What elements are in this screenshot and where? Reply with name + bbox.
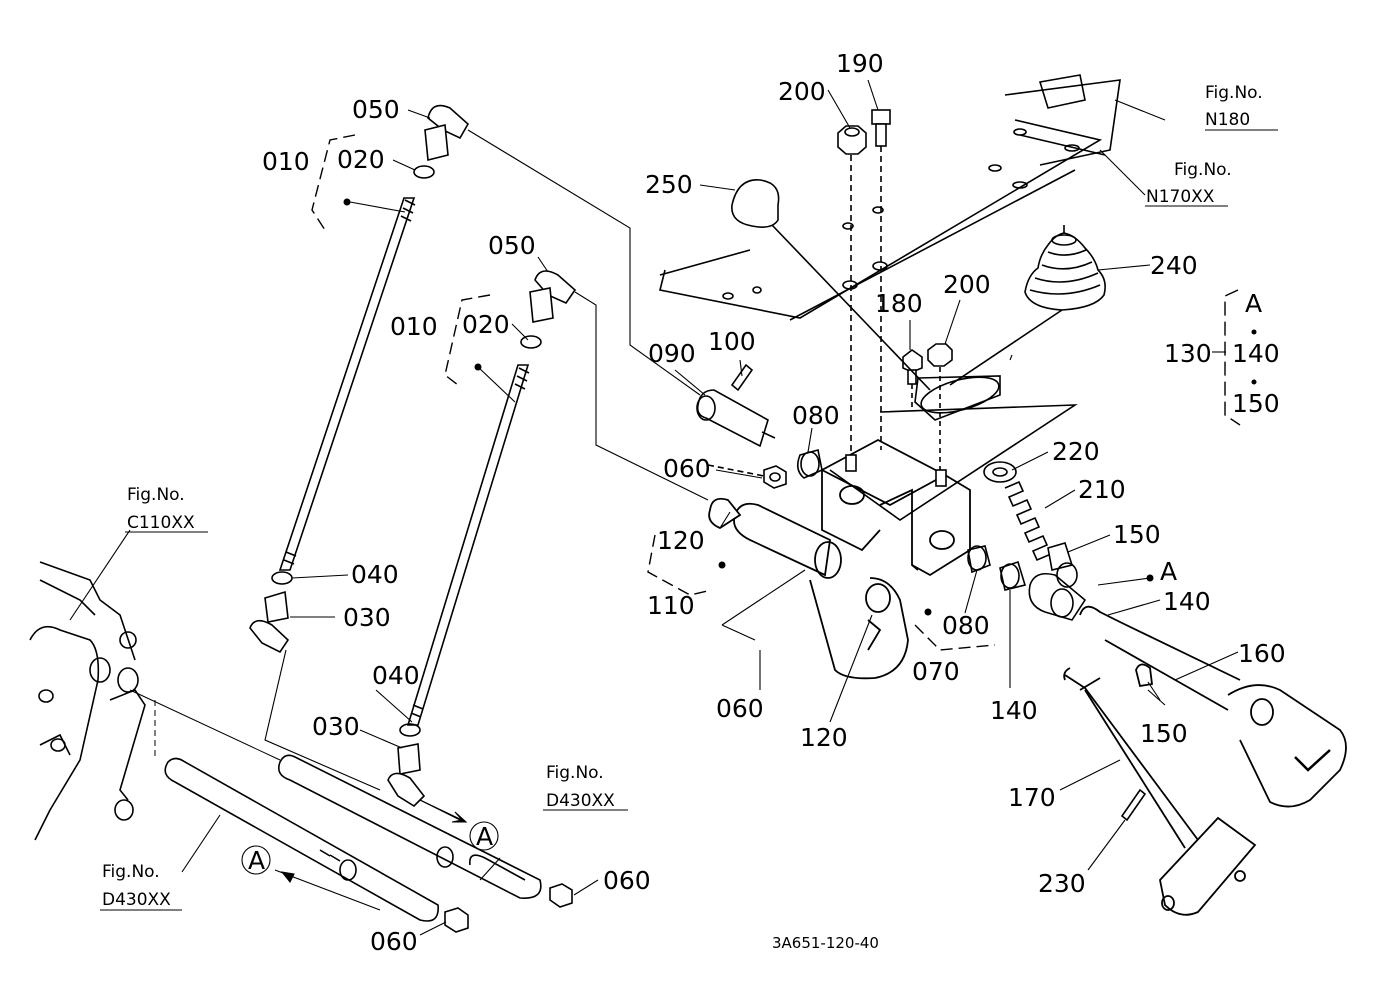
part-A-right: A [1160, 557, 1177, 586]
fig-d430-left-label: Fig.No. [102, 862, 160, 882]
fig-d430-left-code: D430XX [102, 890, 171, 910]
fig-n170-label: Fig.No. [1174, 160, 1232, 180]
nut-200-mid [927, 343, 953, 470]
fig-n170-code: N170XX [1146, 187, 1215, 207]
part-150-top: 150 [1113, 520, 1161, 549]
lever-110 [708, 497, 909, 680]
bushing-080-top [796, 448, 823, 479]
fig-d430-right-code: D430XX [546, 791, 615, 811]
part-030-top: 030 [343, 603, 391, 632]
rod-010-mid [406, 364, 530, 726]
ball-joint-050-top [413, 104, 470, 179]
long-dashed-lines [129, 689, 281, 761]
washer-220 [983, 461, 1017, 483]
part-030-low: 030 [312, 712, 360, 741]
ball-joint-030-top [249, 571, 293, 654]
plate-lower [829, 375, 1078, 521]
part-010-top: 010 [262, 147, 310, 176]
group-130-number: 130 [1164, 339, 1212, 368]
part-040-low: 040 [372, 661, 420, 690]
part-080-low: 080 [942, 611, 990, 640]
group-130-item-150: 150 [1232, 389, 1280, 418]
part-020-top: 020 [337, 145, 385, 174]
part-010-mid: 010 [390, 312, 438, 341]
pin-230 [1120, 788, 1147, 822]
part-050-mid: 050 [488, 231, 536, 260]
stud-bolts [845, 454, 947, 487]
spring-210 [1004, 480, 1052, 562]
frame-panel [659, 74, 1121, 321]
drawing-code: 3A651-120-40 [772, 934, 879, 952]
part-210: 210 [1078, 475, 1126, 504]
fig-n180-code: N180 [1205, 110, 1250, 130]
arrow-A-left [241, 845, 381, 911]
part-060-bottom: 060 [370, 927, 418, 956]
part-020-mid: 020 [462, 310, 510, 339]
leader-dots [343, 198, 1257, 616]
part-150-low: 150 [1140, 719, 1188, 748]
part-060-mid: 060 [663, 454, 711, 483]
fig-n180-label: Fig.No. [1205, 83, 1263, 103]
part-060-low: 060 [716, 694, 764, 723]
pin-100 [730, 363, 754, 392]
bracket-070 [820, 438, 971, 577]
bushing-140-right [1028, 572, 1087, 621]
part-140-low: 140 [990, 696, 1038, 725]
bushing-080-low [967, 545, 991, 574]
part-080-top: 080 [792, 401, 840, 430]
part-160: 160 [1238, 639, 1286, 668]
bushing-140-low [999, 560, 1027, 591]
rod-010-top [278, 197, 416, 571]
boot-240 [949, 225, 1106, 386]
callout-A-left: A [248, 846, 265, 875]
fig-d430-right-label: Fig.No. [546, 763, 604, 783]
callout-A-right: A [476, 822, 493, 851]
part-120-left: 120 [657, 526, 705, 555]
part-050-top: 050 [352, 95, 400, 124]
arrow-A-right [419, 799, 499, 851]
leader-lines [69, 79, 1239, 936]
part-240: 240 [1150, 251, 1198, 280]
group-130-item-140: 140 [1232, 339, 1280, 368]
bolt-190 [871, 109, 891, 450]
ball-joint-050-mid [520, 270, 577, 349]
part-040-top: 040 [351, 560, 399, 589]
shaft-d430-left [164, 757, 469, 933]
part-090: 090 [648, 339, 696, 368]
rod-170 [1063, 667, 1257, 916]
part-200-top: 200 [778, 77, 826, 106]
part-220: 220 [1052, 437, 1100, 466]
part-180: 180 [875, 289, 923, 318]
part-070: 070 [912, 657, 960, 686]
part-110: 110 [647, 591, 695, 620]
fig-underlines [100, 129, 1278, 911]
part-100: 100 [708, 327, 756, 356]
group-brackets [311, 134, 1241, 651]
bushing-150-top [1047, 542, 1078, 588]
housing-c110 [29, 561, 146, 841]
knob-250 [731, 179, 931, 391]
part-170: 170 [1008, 783, 1056, 812]
part-230: 230 [1038, 869, 1086, 898]
part-190: 190 [836, 49, 884, 78]
pedal-160 [1079, 605, 1347, 808]
fig-c110-label: Fig.No. [127, 485, 185, 505]
ball-joint-030-low [387, 723, 426, 808]
part-120-low: 120 [800, 723, 848, 752]
part-200-mid: 200 [943, 270, 991, 299]
part-140-right: 140 [1163, 587, 1211, 616]
part-250: 250 [645, 170, 693, 199]
bolt-180 [902, 349, 923, 410]
nut-060-mid [707, 464, 787, 489]
part-060-right: 060 [603, 866, 651, 895]
group-130-item-A: A [1245, 289, 1262, 318]
fig-c110-code: C110XX [127, 513, 195, 533]
shaft-d430-right [277, 754, 573, 908]
pin-090 [696, 389, 776, 448]
